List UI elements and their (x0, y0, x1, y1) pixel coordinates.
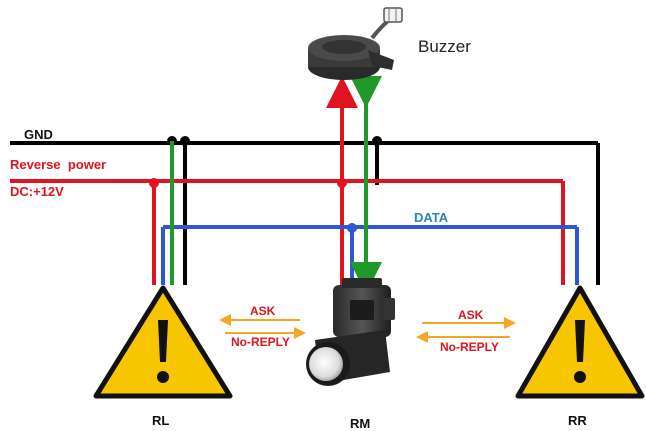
warning-triangle-icon (93, 285, 233, 399)
rl-label: RL (152, 413, 169, 428)
data-label: DATA (414, 210, 449, 225)
left-comm-arrows (219, 314, 306, 339)
rr-label: RR (568, 413, 587, 428)
ask-left-label: ASK (250, 304, 276, 318)
parking-sensor-icon (306, 278, 395, 386)
reverse-power-label: Reverse power (10, 157, 106, 172)
buzzer-device-icon (308, 7, 403, 80)
data-wire (161, 223, 579, 285)
power-wire (10, 178, 565, 285)
noreply-right-label: No-REPLY (440, 340, 499, 354)
gnd-label: GND (24, 127, 53, 142)
right-comm-arrows (416, 317, 516, 343)
ask-right-label: ASK (458, 308, 484, 322)
dc-voltage-label: DC:+12V (10, 184, 64, 199)
noreply-left-label: No-REPLY (231, 335, 290, 349)
rm-label: RM (350, 416, 370, 431)
warning-triangle-icon (515, 285, 645, 399)
buzzer-label: Buzzer (418, 37, 471, 56)
